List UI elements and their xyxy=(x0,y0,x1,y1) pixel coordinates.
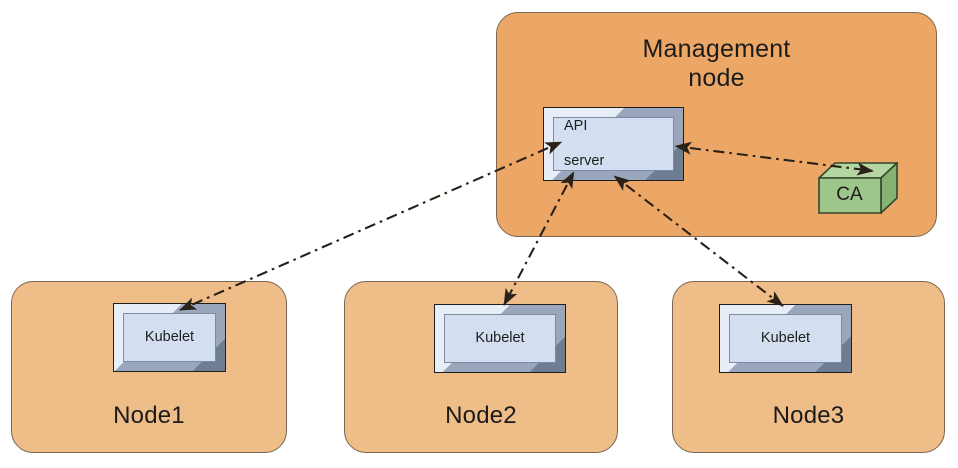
kubelet-node1-label: Kubelet xyxy=(144,328,195,345)
kubelet-node3-label: Kubelet xyxy=(760,329,811,346)
api-server-label-line2: server xyxy=(564,152,605,169)
kubelet-node2-label: Kubelet xyxy=(475,329,525,346)
ca-front-face xyxy=(818,177,882,214)
ca-label: CA xyxy=(836,184,863,205)
kubelet-node3-box[interactable]: Kubelet xyxy=(719,304,852,373)
api-server-label: API server xyxy=(554,118,605,170)
api-server-box[interactable]: API server xyxy=(543,107,684,181)
node2-label: Node2 xyxy=(445,402,517,430)
management-node-label-line2: node xyxy=(688,63,745,92)
ca-box[interactable]: CA xyxy=(818,162,898,214)
node1-label: Node1 xyxy=(113,402,185,430)
kubelet-node1-box[interactable]: Kubelet xyxy=(113,303,226,372)
api-server-face: API server xyxy=(553,117,674,171)
management-node-label-line1: Management xyxy=(642,35,791,63)
kubelet-node2-face: Kubelet xyxy=(444,314,556,363)
management-node-label: Management node xyxy=(497,35,936,93)
node3-label: Node3 xyxy=(772,402,845,430)
kubelet-node3-face: Kubelet xyxy=(729,314,842,363)
kubelet-node1-face: Kubelet xyxy=(123,313,216,362)
api-server-label-line1: API xyxy=(564,118,588,135)
kubelet-node2-box[interactable]: Kubelet xyxy=(434,304,566,373)
